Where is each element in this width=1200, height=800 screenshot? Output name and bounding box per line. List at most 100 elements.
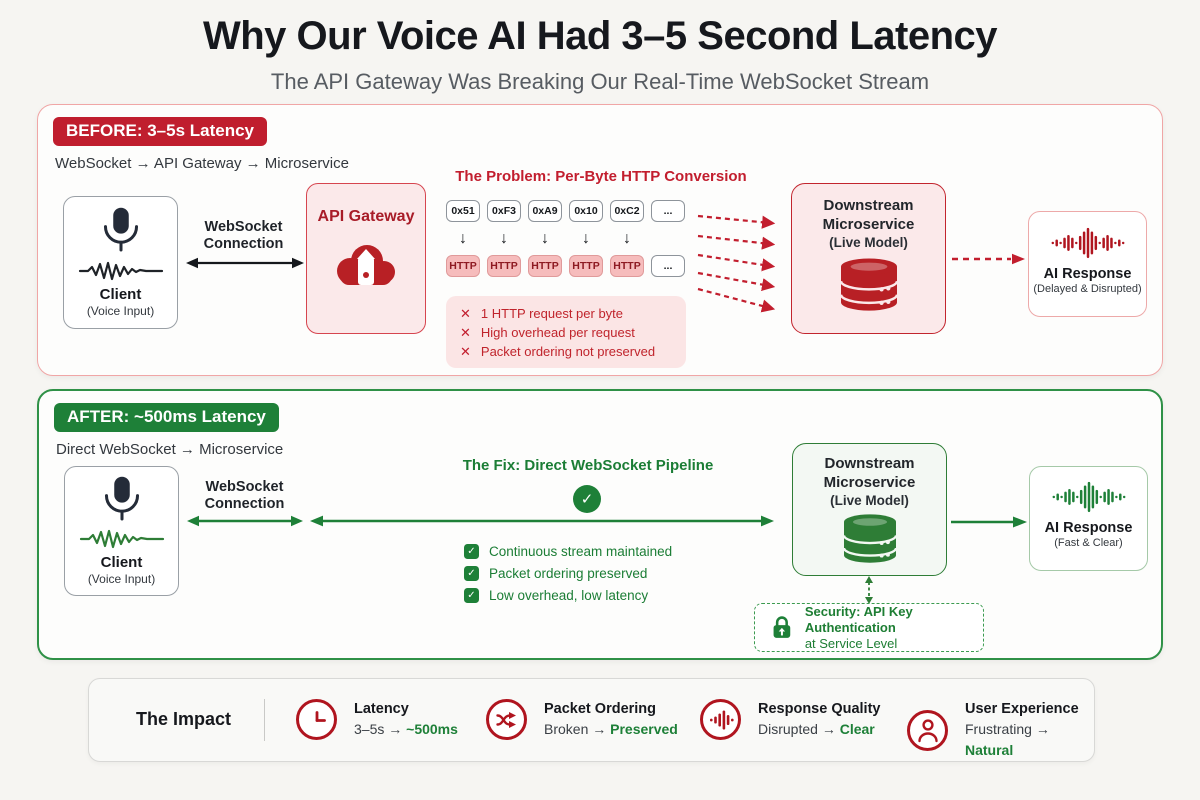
byte-box: ...	[651, 200, 685, 222]
problem-title: The Problem: Per-Byte HTTP Conversion	[455, 168, 747, 185]
after-panel: AFTER: ~500ms Latency Direct WebSocket →…	[37, 389, 1163, 660]
byte-box: 0x51	[446, 200, 480, 222]
after-client-node: Client (Voice Input)	[64, 466, 179, 596]
api-gateway-label: API Gateway	[317, 208, 415, 225]
impact-item-user-experience: User Experience Frustrating → Natural	[907, 699, 1094, 761]
double-arrow-icon	[187, 515, 303, 527]
client-title: Client	[99, 286, 142, 303]
cloud-gateway-icon	[337, 245, 395, 285]
impact-item-latency: Latency 3–5s → ~500ms	[296, 699, 458, 740]
problem-item: ✕ High overhead per request	[460, 324, 635, 341]
checkbox-icon: ✓	[464, 587, 479, 603]
byte-column: 0x10 ↓ HTTP	[569, 200, 603, 277]
websocket-connection-label: WebSocket Connection	[204, 479, 285, 512]
database-icon	[842, 514, 897, 563]
checkbox-icon: ✓	[464, 543, 479, 559]
benefit-item: ✓ Packet ordering preserved	[464, 562, 672, 584]
after-microservice-node: Downstream Microservice (Live Model)	[792, 443, 947, 576]
checkbox-icon: ✓	[464, 565, 479, 581]
down-arrow-icon: ↓	[541, 229, 549, 247]
lock-icon	[773, 616, 791, 638]
ai-response-subtitle: (Fast & Clear)	[1054, 537, 1123, 549]
byte-column: 0xF3 ↓ HTTP	[487, 200, 521, 277]
shuffle-icon	[486, 699, 527, 740]
before-ai-response-node: AI Response (Delayed & Disrupted)	[1028, 211, 1147, 317]
dashed-arrow-icon	[952, 253, 1025, 265]
double-arrow-icon	[186, 257, 304, 269]
byte-column: 0x51 ↓ HTTP	[446, 200, 480, 277]
impact-item-response-quality: Response Quality Disrupted → Clear	[700, 699, 880, 740]
problem-list: ✕ 1 HTTP request per byte ✕ High overhea…	[446, 296, 686, 368]
http-box: HTTP	[610, 255, 644, 277]
clock-icon	[296, 699, 337, 740]
byte-conversion-row: 0x51 ↓ HTTP 0xF3 ↓ HTTP 0xA9 ↓ HTTP 0x10…	[446, 200, 685, 277]
after-route: Direct WebSocket → Microservice	[56, 441, 284, 458]
byte-column: 0xA9 ↓ HTTP	[528, 200, 562, 277]
voice-waveform-icon	[79, 529, 164, 549]
microphone-icon	[104, 476, 139, 521]
api-gateway-node: API Gateway	[306, 183, 426, 334]
down-arrow-icon: ↓	[582, 229, 590, 247]
websocket-connection-label: WebSocket Connection	[203, 219, 284, 252]
ai-response-subtitle: (Delayed & Disrupted)	[1033, 283, 1142, 295]
client-subtitle: (Voice Input)	[86, 304, 155, 318]
http-box: HTTP	[487, 255, 521, 277]
waveform-icon	[700, 699, 741, 740]
arrow-glyph: →	[1035, 721, 1050, 737]
down-arrow-icon: ↓	[459, 229, 467, 247]
arrow-glyph: →	[388, 721, 403, 737]
microphone-icon	[103, 207, 138, 252]
client-title: Client	[100, 554, 143, 571]
benefit-item: ✓ Continuous stream maintained	[464, 540, 672, 562]
byte-box: 0x10	[569, 200, 603, 222]
before-microservice-node: Downstream Microservice (Live Model)	[791, 183, 946, 334]
problem-item: ✕ Packet ordering not preserved	[460, 343, 656, 360]
page-title: Why Our Voice AI Had 3–5 Second Latency	[202, 14, 998, 58]
security-text: Security: API Key Authentication at Serv…	[804, 603, 913, 651]
impact-title: The Impact	[136, 709, 232, 729]
before-badge: BEFORE: 3–5s Latency	[53, 117, 268, 146]
fix-title: The Fix: Direct WebSocket Pipeline	[462, 457, 714, 474]
arrow-icon	[951, 516, 1027, 528]
arrow-glyph: →	[821, 721, 836, 737]
byte-column-ellipsis: ... ...	[651, 200, 685, 277]
before-client-node: Client (Voice Input)	[63, 196, 178, 329]
http-box-ellipsis: ...	[651, 255, 685, 277]
ai-response-title: AI Response	[1043, 266, 1132, 282]
benefit-item: ✓ Low overhead, low latency	[464, 584, 672, 606]
byte-column: 0xC2 ↓ HTTP	[610, 200, 644, 277]
impact-bar: The Impact Latency 3–5s → ~500ms	[88, 678, 1095, 762]
check-circle-icon: ✓	[573, 485, 601, 513]
byte-box: 0xF3	[487, 200, 521, 222]
x-icon: ✕	[460, 343, 471, 359]
scattered-requests-arrows	[697, 214, 776, 313]
divider	[264, 699, 266, 741]
audio-wave-icon	[1051, 227, 1124, 259]
after-badge: AFTER: ~500ms Latency	[54, 403, 279, 432]
down-arrow-icon: ↓	[623, 229, 631, 247]
byte-box: 0xA9	[528, 200, 562, 222]
arrow-glyph: →	[592, 721, 607, 737]
x-icon: ✕	[460, 324, 471, 340]
security-box: Security: API Key Authentication at Serv…	[754, 603, 984, 652]
database-icon	[839, 258, 898, 311]
x-icon: ✕	[460, 305, 471, 321]
http-box: HTTP	[528, 255, 562, 277]
benefit-list: ✓ Continuous stream maintained ✓ Packet …	[464, 540, 672, 606]
impact-item-packet-ordering: Packet Ordering Broken → Preserved	[486, 699, 678, 740]
after-ai-response-node: AI Response (Fast & Clear)	[1029, 466, 1148, 571]
page-subtitle: The API Gateway Was Breaking Our Real-Ti…	[270, 69, 930, 94]
vertical-dashed-arrow	[865, 576, 873, 604]
problem-item: ✕ 1 HTTP request per byte	[460, 305, 624, 322]
direct-pipeline-arrow	[310, 515, 774, 527]
before-panel: BEFORE: 3–5s Latency WebSocket → API Gat…	[37, 104, 1163, 376]
before-route: WebSocket → API Gateway → Microservice	[55, 155, 349, 172]
audio-wave-icon	[1052, 481, 1125, 513]
client-subtitle: (Voice Input)	[87, 572, 156, 586]
http-box: HTTP	[569, 255, 603, 277]
user-icon	[907, 709, 948, 751]
byte-box: 0xC2	[610, 200, 644, 222]
http-box: HTTP	[446, 255, 480, 277]
voice-waveform-icon	[78, 261, 163, 281]
